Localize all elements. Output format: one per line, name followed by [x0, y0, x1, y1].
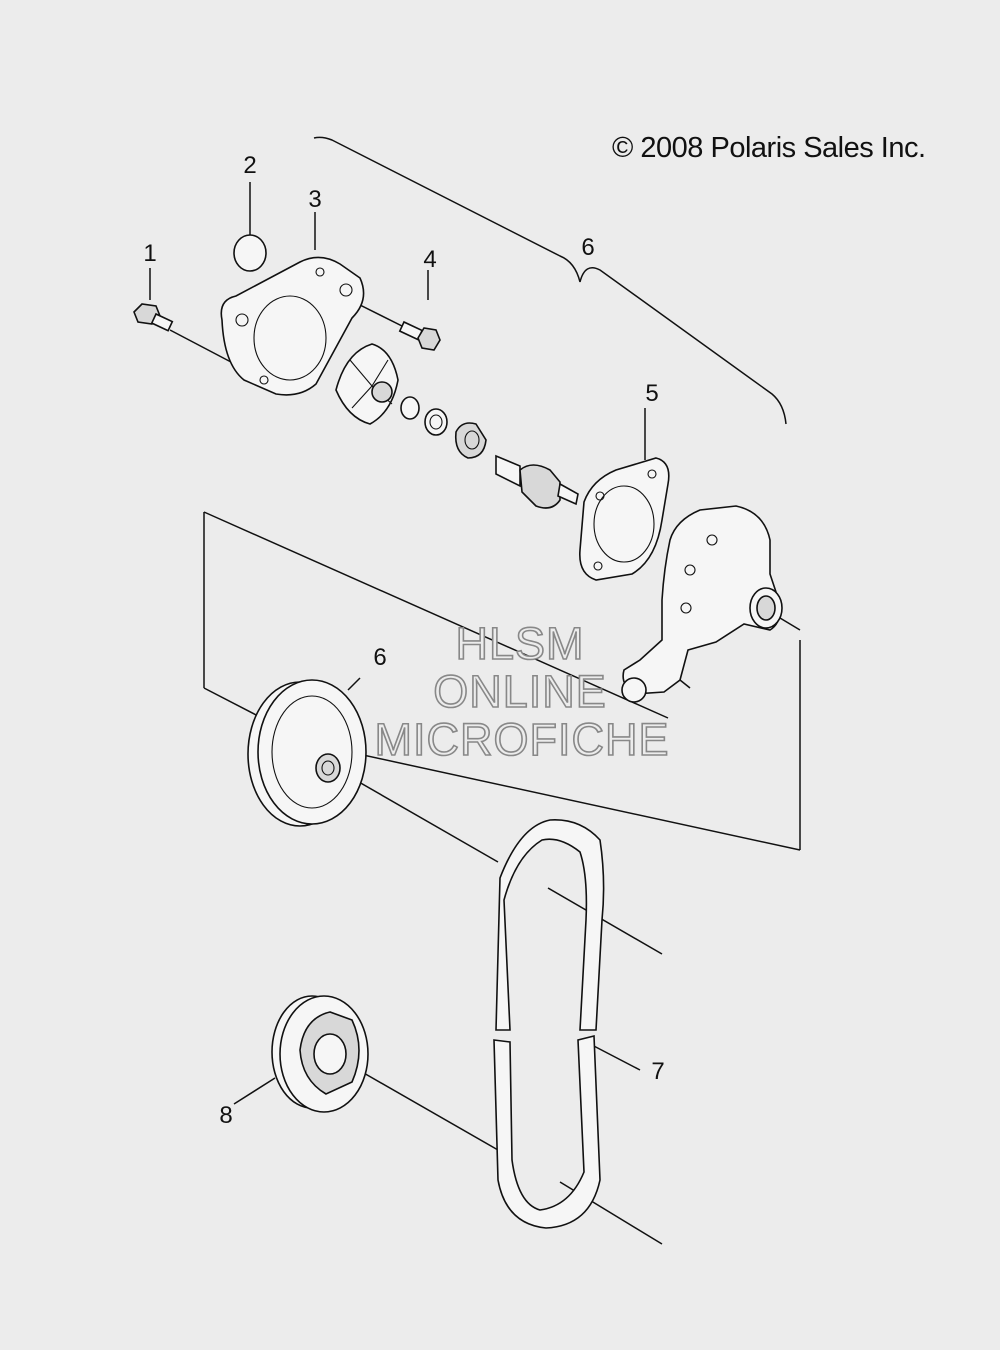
- callout-8: 8: [219, 1102, 233, 1129]
- copyright-text: © 2008 Polaris Sales Inc.: [612, 132, 926, 164]
- bolt-part-1: [133, 303, 174, 332]
- belt-part-7: [493, 819, 605, 1229]
- impeller: [335, 343, 399, 425]
- shaft-seals: [400, 396, 487, 459]
- callout-5: 5: [645, 380, 659, 407]
- pulley-part-6: [247, 679, 367, 827]
- watermark-line-2: ONLINE: [432, 665, 607, 718]
- pulley-frame-lines: [203, 511, 801, 851]
- bolt-part-4: [398, 320, 441, 351]
- seal-part-2: [233, 234, 267, 272]
- callout-6-pulley: 6: [373, 644, 387, 671]
- pump-shaft: [495, 454, 579, 509]
- callout-1: 1: [143, 240, 157, 267]
- callout-4: 4: [423, 246, 437, 273]
- callout-6-bracket: 6: [581, 234, 595, 261]
- gasket-part-5: [579, 457, 670, 581]
- pump-housing: [621, 505, 783, 703]
- callout-2: 2: [243, 152, 257, 179]
- watermark-line-1: HLSM: [455, 617, 585, 670]
- assembly-bracket: [313, 136, 787, 425]
- pump-cover-part-3: [220, 256, 365, 396]
- callout-3: 3: [308, 186, 322, 213]
- callout-7: 7: [651, 1058, 665, 1085]
- watermark-line-3: MICROFICHE: [374, 713, 670, 766]
- pulley-part-8: [271, 995, 369, 1113]
